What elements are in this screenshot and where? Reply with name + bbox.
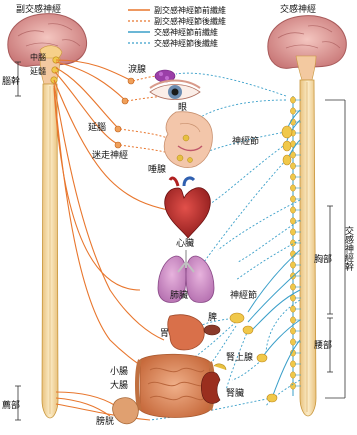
label-ganglion-upper: 神經節 <box>232 135 259 147</box>
label-spleen: 脾 <box>208 311 217 323</box>
heart-organ <box>165 178 211 238</box>
label-thoracic: 胸部 <box>314 253 332 265</box>
header-sympathetic: 交感神經 <box>280 3 316 15</box>
spleen-organ <box>204 325 220 335</box>
label-eye: 眼 <box>178 102 187 113</box>
chain-ganglion <box>290 163 295 169</box>
label-stomach: 胃 <box>160 328 169 339</box>
chain-ganglion <box>290 185 295 191</box>
right-spinal-cord <box>300 80 316 416</box>
label-lung: 肺臟 <box>170 289 188 301</box>
chain-ganglion <box>290 119 295 125</box>
label-ganglion-lower: 神經節 <box>230 289 257 301</box>
label-lacrimal: 淚腺 <box>128 63 146 75</box>
label-ganglion-left: 延腦 <box>88 121 106 133</box>
chain-ganglion <box>290 339 295 345</box>
label-small-intestine: 小腸 <box>110 366 128 377</box>
left-brackets <box>15 62 21 420</box>
label-large-intestine: 大腸 <box>110 379 128 391</box>
parasympathetic-ganglia <box>115 78 134 148</box>
chain-ganglion <box>290 361 295 367</box>
label-brainstem: 腦幹 <box>2 75 20 87</box>
right-brackets <box>325 100 345 398</box>
chain-ganglion <box>290 97 295 103</box>
header-parasympathetic: 副交感神經 <box>16 3 61 15</box>
legend-para-post: 副交感神經節後纖維 <box>154 16 226 26</box>
legend-para-pre: 副交感神經節前纖維 <box>154 5 226 15</box>
chain-ganglion <box>290 108 295 114</box>
label-vagus: 迷走神經 <box>92 149 128 161</box>
label-bladder: 膀胱 <box>96 415 114 427</box>
chain-ganglion <box>290 295 295 301</box>
chain-ganglion <box>290 306 295 312</box>
chain-ganglion <box>290 229 295 235</box>
label-kidney: 腎臟 <box>226 387 244 399</box>
stomach-organ <box>168 315 205 350</box>
chain-ganglion <box>290 317 295 323</box>
chain-ganglion <box>290 174 295 180</box>
chain-ganglion <box>290 284 295 290</box>
chain-ganglion <box>290 262 295 268</box>
eye-organ <box>150 81 200 100</box>
label-lumbar: 腰部 <box>314 339 332 351</box>
chain-ganglion <box>290 372 295 378</box>
chain-ganglion <box>290 328 295 334</box>
label-midbrain: 中腦 <box>30 52 46 62</box>
label-medulla: 延髓 <box>30 66 46 76</box>
chain-ganglion <box>290 196 295 202</box>
chain-ganglion <box>290 207 295 213</box>
label-adrenal: 腎上腺 <box>226 351 253 363</box>
chain-ganglion <box>290 383 295 389</box>
label-sympathetic-trunk: 交感神經幹 <box>343 225 354 272</box>
legend-symp-post: 交感神經節後纖維 <box>154 38 218 48</box>
label-salivary: 唾腺 <box>148 163 166 175</box>
right-brain <box>268 16 346 80</box>
face-salivary <box>164 112 212 168</box>
legend-lines <box>128 10 150 43</box>
label-sacral: 薦部 <box>2 399 20 411</box>
bladder-organ <box>113 398 139 424</box>
left-spinal-cord <box>42 84 58 418</box>
label-heart: 心臟 <box>176 237 194 249</box>
legend-symp-pre: 交感神經節前纖維 <box>154 27 218 37</box>
